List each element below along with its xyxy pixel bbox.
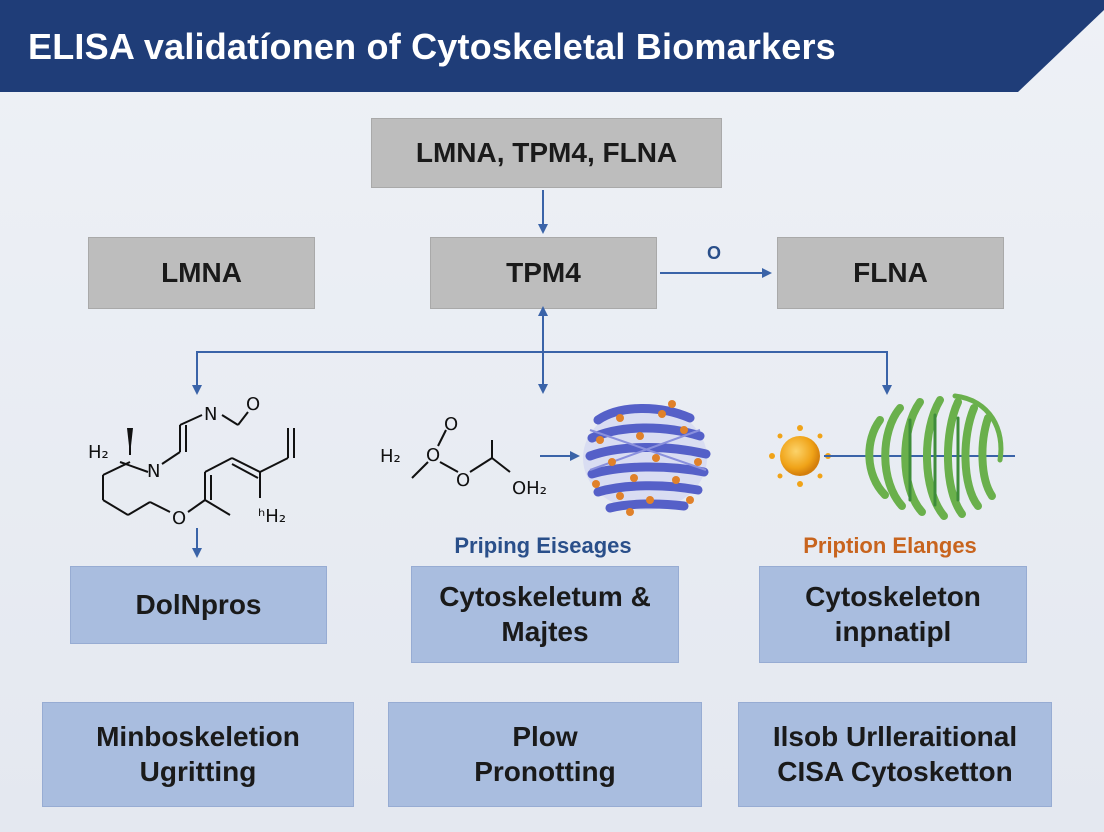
caption-center: Priping Eiseages: [454, 533, 632, 558]
atom-c-oh2: OH₂: [512, 478, 547, 499]
header-background: [0, 0, 1104, 92]
wedge-bond: [127, 428, 133, 455]
tpm4-label: TPM4: [506, 257, 581, 288]
bottom-box-center-line1: Plow: [512, 721, 578, 753]
atom-c-h2: H₂: [380, 446, 401, 467]
page-title: ELISA validatíonen of Cytoskeletal Bioma…: [28, 26, 836, 67]
mid-box-center-line2: Majtes: [501, 615, 589, 647]
atom-o1: O: [246, 394, 260, 415]
atom-n1: N: [147, 461, 160, 482]
lmna-label: LMNA: [161, 257, 242, 288]
bottom-box-left: Minboskeletion Ugritting: [42, 702, 354, 807]
protein-green-icon: [865, 393, 1004, 520]
caption-right: Pription Elanges: [803, 533, 977, 558]
lmna-box: LMNA: [88, 237, 315, 309]
tpm4-box: TPM4: [430, 237, 657, 309]
tpm4-flna-arrow-label: O: [707, 243, 722, 263]
atom-c-o1: O: [426, 445, 440, 466]
flna-label: FLNA: [853, 257, 928, 288]
bottom-box-left-line1: Minboskeletion: [96, 721, 300, 753]
atom-n2: N: [204, 404, 217, 425]
atom-h2-left: H₂: [88, 442, 109, 463]
bottom-box-right-line2: CISA Cytosketton: [777, 755, 1013, 787]
molecule-left: [102, 414, 295, 548]
atom-o2: O: [172, 508, 186, 529]
mid-box-right-line2: inpnatipl: [834, 615, 952, 647]
branch-connector: [196, 351, 888, 392]
atom-c-o2: O: [444, 414, 458, 435]
flna-box: FLNA: [777, 237, 1004, 309]
header-banner: ELISA validatíonen of Cytoskeletal Bioma…: [0, 0, 1104, 92]
nanoparticle-icon: [769, 425, 831, 487]
molecule-center: [411, 429, 511, 479]
mid-box-right-line1: Cytoskeleton: [805, 581, 981, 613]
bottom-box-right: Ilsob Urlleraitional CISA Cytosketton: [738, 702, 1052, 807]
bottom-box-center-line2: Pronotting: [474, 755, 616, 787]
atom-h2-right: ʰH₂: [258, 506, 286, 527]
bottom-box-right-line1: Ilsob Urlleraitional: [772, 721, 1018, 753]
mid-box-right: Cytoskeleton inpnatipl: [759, 566, 1027, 663]
bottom-box-left-line2: Ugritting: [139, 755, 257, 787]
atom-c-o3: O: [456, 470, 470, 491]
bottom-box-center: Plow Pronotting: [388, 702, 702, 807]
mid-box-center: Cytoskeletum & Majtes: [411, 566, 679, 663]
protein-blue-icon: [583, 400, 711, 516]
mid-box-left-line1: DolNpros: [135, 588, 262, 620]
top-box-label: LMNA, TPM4, FLNA: [415, 137, 678, 168]
mid-box-left: DolNpros: [70, 566, 327, 644]
top-box-genes: LMNA, TPM4, FLNA: [371, 118, 722, 188]
mid-box-center-line1: Cytoskeletum &: [439, 581, 651, 613]
